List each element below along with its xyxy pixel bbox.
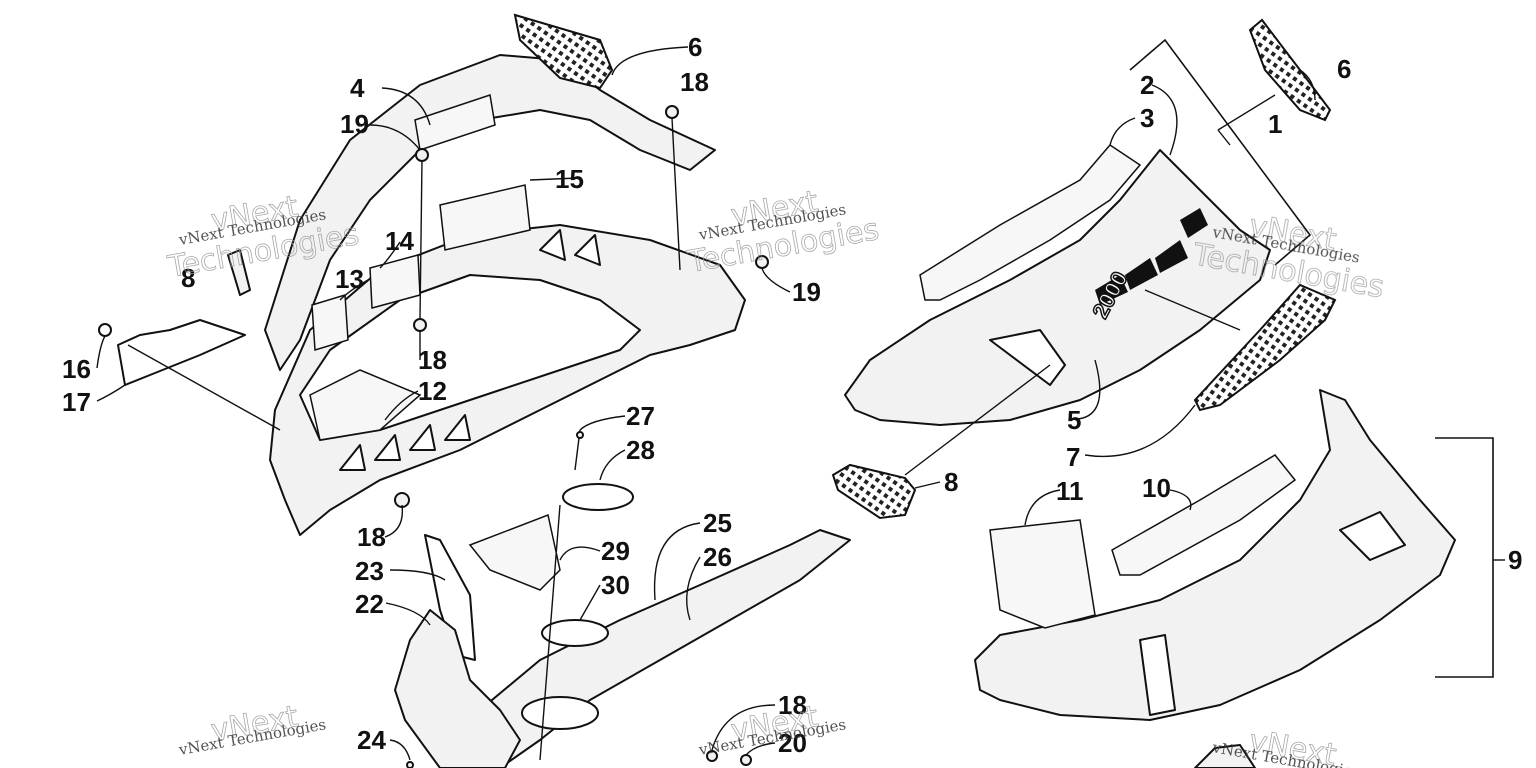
belly-pan-assembly	[394, 429, 851, 768]
callout-1: 1	[1268, 109, 1282, 139]
decal-13	[311, 294, 349, 351]
callout-18-low: 18	[357, 522, 386, 552]
side-louver	[1139, 634, 1176, 716]
vent-6-right	[1248, 18, 1332, 122]
nut-18d	[706, 750, 718, 762]
side-vent-8-left	[227, 249, 251, 296]
decal-10	[1111, 454, 1297, 576]
side-panel-assembly	[974, 389, 1505, 768]
callout-18-top: 18	[680, 67, 709, 97]
watermark-4: vNext vNext Technologies	[177, 699, 328, 759]
callout-15: 15	[555, 164, 584, 194]
callout-26: 26	[703, 542, 732, 572]
screw-27	[576, 431, 584, 439]
panel-22	[394, 609, 521, 768]
hood-scoop	[989, 329, 1066, 386]
decal-11	[989, 519, 1096, 629]
callout-17: 17	[62, 387, 91, 417]
callout-labels: 6 18 4 19 15 14 13 8 19 18 12 16 17 18 2…	[62, 32, 1522, 758]
clip-20	[740, 754, 752, 766]
decal-29	[468, 513, 561, 591]
callout-3: 3	[1140, 103, 1154, 133]
callout-18-mid: 18	[418, 345, 447, 375]
callout-25: 25	[703, 508, 732, 538]
hood-assembly: 2000	[831, 18, 1337, 520]
callout-4: 4	[350, 73, 365, 103]
screw-24	[406, 761, 414, 768]
callout-19-right: 19	[792, 277, 821, 307]
partial-part-bottom	[1194, 744, 1256, 768]
callout-14: 14	[385, 226, 414, 256]
vent-6-left	[513, 13, 614, 90]
callout-8-right: 8	[944, 467, 958, 497]
leader-lines	[96, 46, 1316, 761]
callout-8-left: 8	[181, 263, 195, 293]
callout-6-left: 6	[688, 32, 702, 62]
callout-13: 13	[335, 264, 364, 294]
hood-5	[844, 149, 1271, 426]
upper-cowl-part	[264, 54, 716, 371]
callout-28: 28	[626, 435, 655, 465]
side-panel	[974, 389, 1456, 721]
callout-11: 11	[1056, 476, 1084, 506]
ring-30	[541, 619, 609, 647]
callout-10: 10	[1142, 473, 1171, 503]
callout-5: 5	[1067, 405, 1081, 435]
callout-24: 24	[357, 725, 386, 755]
callout-9: 9	[1508, 545, 1522, 575]
callout-27: 27	[626, 401, 655, 431]
callout-12: 12	[418, 376, 447, 406]
bracket-17	[117, 319, 246, 386]
decal-3	[919, 144, 1142, 301]
watermark-2: vNext vNext Technologies Technologies	[684, 184, 882, 281]
callout-18-bottom: 18	[778, 690, 807, 720]
callout-23: 23	[355, 556, 384, 586]
callout-2: 2	[1140, 70, 1154, 100]
nut-18c	[394, 492, 410, 508]
bracket-1	[1129, 38, 1312, 266]
screw-16	[98, 323, 112, 337]
callout-6-right: 6	[1337, 54, 1351, 84]
callout-20: 20	[778, 728, 807, 758]
watermark-5: vNext vNext Technologies	[697, 699, 848, 759]
callout-22: 22	[355, 589, 384, 619]
callout-29: 29	[601, 536, 630, 566]
vent-8-right	[831, 463, 917, 520]
decal-4	[414, 94, 496, 151]
front-shroud-assembly	[98, 13, 769, 536]
callout-19-left: 19	[340, 109, 369, 139]
bolt-19a	[415, 148, 429, 162]
callout-7: 7	[1066, 442, 1080, 472]
decal-12	[309, 369, 422, 441]
opening-lower	[521, 696, 599, 730]
side-vent	[1339, 511, 1406, 561]
decal-15	[439, 184, 531, 251]
callout-30: 30	[601, 570, 630, 600]
bowl-louvers	[339, 229, 601, 471]
panel-23	[424, 534, 476, 661]
ring-28	[562, 483, 634, 511]
nut-18a	[665, 105, 679, 119]
vent-7	[1193, 283, 1337, 412]
bracket-9	[1435, 437, 1494, 678]
nut-18b	[413, 318, 427, 332]
callout-16: 16	[62, 354, 91, 384]
